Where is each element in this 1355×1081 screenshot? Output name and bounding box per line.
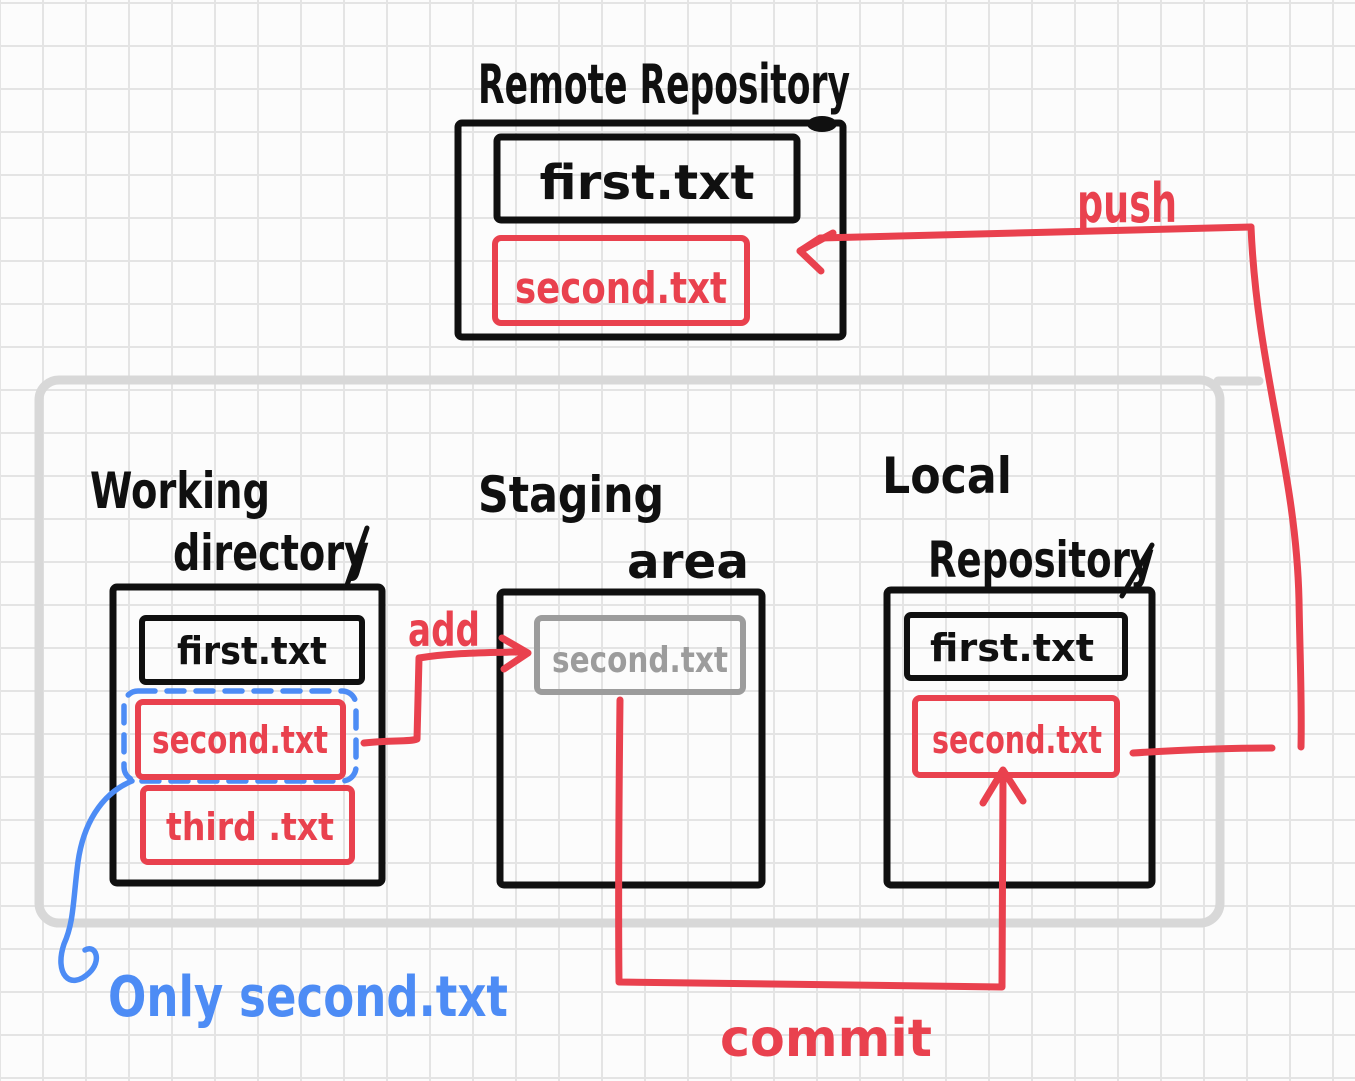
remote-repository: Remote Repository first.txt second.txt [454, 53, 850, 341]
commit-arrowhead [979, 766, 1027, 807]
remote-file-first-label: first.txt [540, 155, 755, 211]
local-file-first-label: first.txt [930, 626, 1094, 670]
add-arrowhead [498, 634, 532, 673]
working-directory: Working directory first.txt second.txt t… [90, 462, 386, 887]
note-label: Only second.txt [108, 965, 508, 1030]
staging-area-outline [496, 588, 766, 889]
working-file-first-box [139, 615, 365, 685]
local-environment-outline [34, 375, 1225, 928]
local-repository: Local Repository first.txt second.txt [882, 447, 1156, 889]
push-arrow-vertical [1247, 223, 1305, 751]
staging-file-second-label: second.txt [552, 640, 728, 681]
remote-file-second-box [492, 235, 750, 326]
staging-area-title-line2: area [627, 534, 749, 590]
ink-blob [807, 116, 837, 132]
handwriting-tail-stroke [343, 525, 370, 591]
local-repository-title-line1: Local [882, 447, 1012, 505]
push-arrowhead [796, 229, 837, 275]
only-second-highlight-box [121, 688, 359, 784]
local-file-first-box [904, 612, 1128, 681]
local-repository-outline [883, 586, 1156, 889]
add-arrow: add [360, 603, 532, 747]
add-arrow-label: add [408, 603, 480, 657]
remote-file-first-box [493, 133, 801, 224]
working-file-second-label: second.txt [152, 718, 328, 762]
remote-file-second-label: second.txt [515, 263, 727, 314]
push-connector-from-local [1129, 744, 1276, 757]
push-arrow: push [796, 172, 1305, 757]
working-file-third-label: third .txt [166, 805, 334, 849]
working-file-second-box [135, 699, 346, 780]
push-arrow-shaft [796, 223, 1255, 255]
add-arrow-shaft [360, 648, 528, 747]
remote-repository-outline [454, 119, 847, 341]
remote-repository-title: Remote Repository [478, 53, 850, 116]
working-directory-title-line2: directory [173, 524, 369, 582]
commit-arrow-label: commit [720, 1009, 932, 1069]
commit-arrow-shaft [615, 696, 1007, 991]
local-file-second-box [912, 695, 1120, 778]
working-directory-outline [109, 583, 386, 887]
local-repository-title-line2: Repository [928, 531, 1154, 589]
local-file-second-label: second.txt [932, 718, 1102, 762]
staging-file-second-box [534, 615, 746, 695]
only-second-note: Only second.txt [58, 778, 508, 1030]
commit-arrow: commit [615, 696, 1027, 1069]
working-file-third-box [140, 785, 355, 865]
working-directory-title-line1: Working [90, 462, 270, 520]
staging-area: Staging area second.txt [478, 466, 766, 889]
local-environment-container [34, 375, 1264, 928]
working-file-first-label: first.txt [177, 629, 327, 673]
note-pointer-curve [58, 778, 135, 984]
staging-area-title-line1: Staging [478, 466, 664, 524]
push-arrow-label: push [1077, 172, 1177, 235]
